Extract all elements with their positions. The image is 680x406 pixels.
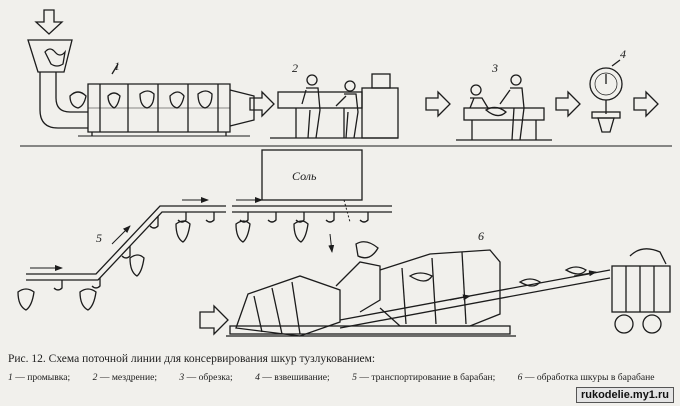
label-station-1: 1: [114, 59, 120, 73]
label-station-2: 2: [292, 61, 298, 75]
caption-title: Рис. 12. Схема поточной линии для консер…: [8, 353, 376, 365]
input-arrow: [34, 9, 64, 35]
salt-bin: Соль: [261, 149, 363, 201]
label-station-4: 4: [620, 47, 626, 61]
weighing-scale: [589, 59, 623, 133]
legend-item-1: 1 — промывка;: [8, 372, 71, 383]
figure-caption: Рис. 12. Схема поточной линии для консер…: [8, 352, 672, 384]
trimming-table: [456, 74, 552, 141]
legend-item-4: 4 — взвешивание;: [255, 372, 330, 383]
flow-arrow-4: [633, 90, 659, 118]
caption-legend: 1 — промывка; 2 — мездрение; 3 — обрезка…: [8, 372, 672, 384]
overhead-conveyor: [17, 205, 392, 311]
drum-assembly: [226, 248, 671, 337]
flow-arrow-5: [199, 304, 229, 336]
flow-arrow-2: [425, 90, 451, 118]
flow-arrow-3: [555, 90, 581, 118]
salt-bin-label: Соль: [292, 169, 317, 183]
legend-item-3: 3 — обрезка;: [179, 372, 233, 383]
legend-item-5: 5 — транспортирование в барабан;: [352, 372, 496, 383]
legend-item-2: 2 — мездрение;: [92, 372, 158, 383]
label-station-3: 3: [491, 61, 498, 75]
legend-item-6: 6 — обработка шкуры в барабане: [517, 372, 655, 383]
fleshing-machine: [270, 73, 399, 139]
washing-drum: [27, 39, 255, 137]
label-station-6: 6: [478, 229, 484, 243]
flow-arrow-1: [249, 90, 275, 118]
label-station-5: 5: [96, 231, 102, 245]
watermark[interactable]: rukodelie.my1.ru: [575, 387, 674, 403]
